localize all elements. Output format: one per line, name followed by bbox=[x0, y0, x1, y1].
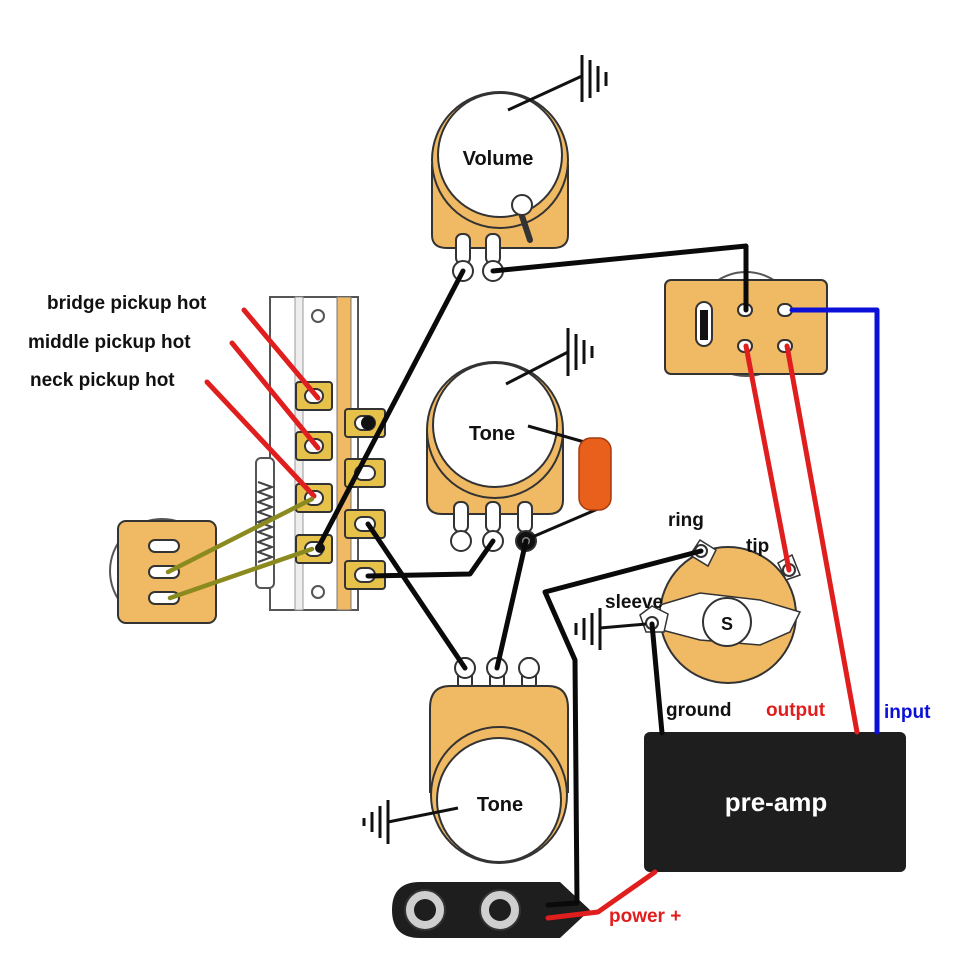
wiring bbox=[165, 243, 880, 921]
ground-symbol-tone-lower bbox=[362, 800, 459, 844]
preamp-label: pre-amp bbox=[725, 787, 828, 817]
capacitor bbox=[578, 437, 612, 511]
tone-pot-upper bbox=[426, 361, 564, 552]
neck-pickup-wire bbox=[204, 379, 317, 499]
sleeve-label: sleeve bbox=[605, 592, 663, 613]
tip-label: tip bbox=[746, 536, 769, 557]
ground-symbol-tone-upper bbox=[505, 328, 594, 386]
tone-pot-lower bbox=[429, 657, 569, 864]
tone-lower-label: Tone bbox=[477, 794, 523, 816]
neck-pickup-label: neck pickup hot bbox=[30, 370, 175, 391]
preamp-box bbox=[644, 732, 906, 872]
ring-label: ring bbox=[668, 510, 704, 531]
ground-symbol-jack bbox=[574, 608, 647, 650]
pickup-toggle bbox=[109, 518, 217, 624]
bridge-pickup-wire bbox=[241, 307, 321, 401]
volume-pot bbox=[431, 91, 569, 282]
output-jack bbox=[639, 538, 802, 684]
middle-pickup-wire bbox=[229, 340, 321, 451]
output-label: output bbox=[766, 700, 826, 721]
ground-label: ground bbox=[666, 700, 731, 721]
battery-clip bbox=[392, 882, 590, 938]
middle-pickup-label: middle pickup hot bbox=[28, 332, 191, 353]
input-label: input bbox=[884, 702, 931, 723]
bridge-pickup-label: bridge pickup hot bbox=[47, 293, 207, 314]
volume-label: Volume bbox=[463, 148, 534, 170]
tone-upper-label: Tone bbox=[469, 423, 515, 445]
ground-symbol-volume bbox=[507, 55, 608, 112]
power-label: power + bbox=[609, 906, 681, 927]
jack-s-label: S bbox=[721, 614, 733, 634]
